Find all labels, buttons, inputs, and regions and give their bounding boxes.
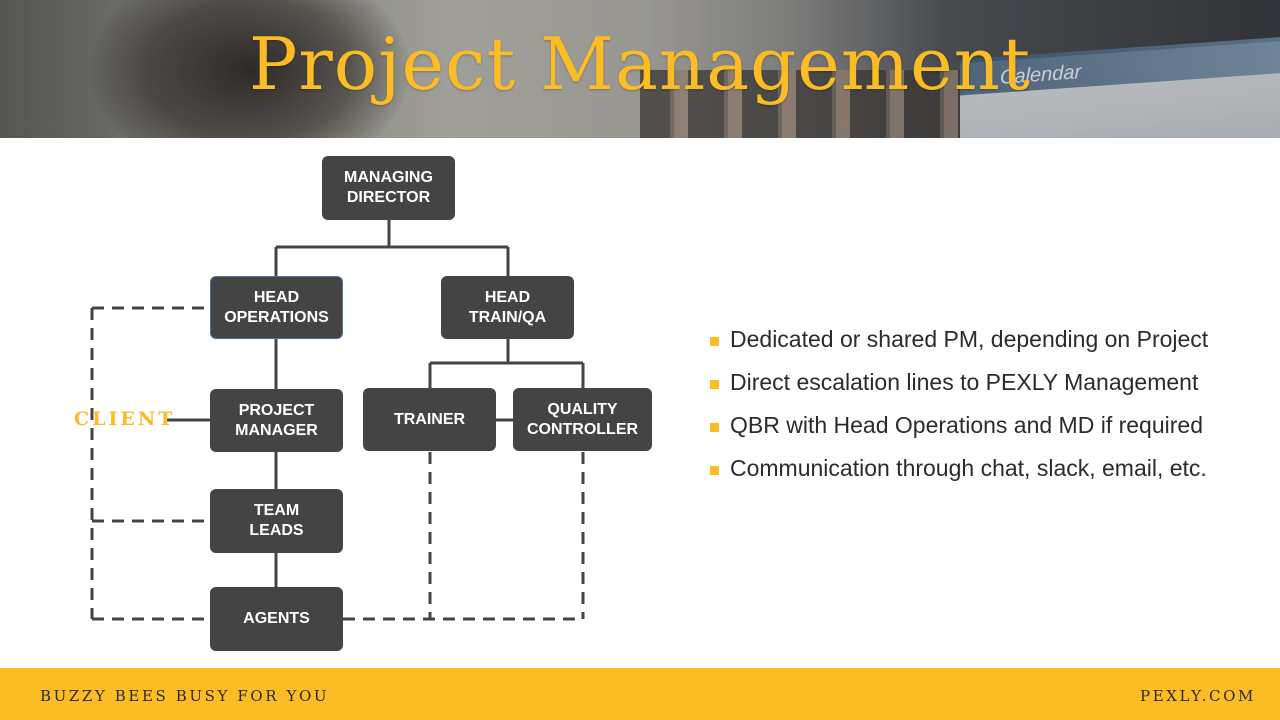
list-item: Dedicated or shared PM, depending on Pro… [710, 326, 1208, 369]
bullet-square-icon [710, 337, 719, 346]
node-managing-director: MANAGING DIRECTOR [322, 156, 455, 220]
list-item: QBR with Head Operations and MD if requi… [710, 412, 1208, 455]
node-quality-controller: QUALITY CONTROLLER [513, 388, 652, 451]
node-agents: AGENTS [210, 587, 343, 651]
node-head-train-qa: HEAD TRAIN/QA [441, 276, 574, 339]
footer-website: PEXLY.COM [1140, 687, 1256, 705]
client-label: CLIENT [74, 408, 176, 430]
node-project-manager: PROJECT MANAGER [210, 389, 343, 452]
header-banner: Calendar [0, 0, 1280, 138]
node-trainer: TRAINER [363, 388, 496, 451]
banner-photo-person [90, 0, 410, 138]
bullet-square-icon [710, 466, 719, 475]
list-item: Communication through chat, slack, email… [710, 455, 1208, 498]
page-title: Project Management [248, 22, 1032, 106]
banner-photo-thumbnails [640, 70, 970, 138]
node-head-operations: HEAD OPERATIONS [210, 276, 343, 339]
footer-bar: BUZZY BEES BUSY FOR YOU PEXLY.COM [0, 668, 1280, 720]
feature-bullet-list: Dedicated or shared PM, depending on Pro… [710, 326, 1208, 498]
footer-tagline: BUZZY BEES BUSY FOR YOU [40, 687, 330, 705]
list-item: Direct escalation lines to PEXLY Managem… [710, 369, 1208, 412]
bullet-square-icon [710, 423, 719, 432]
bullet-square-icon [710, 380, 719, 389]
node-team-leads: TEAM LEADS [210, 489, 343, 553]
